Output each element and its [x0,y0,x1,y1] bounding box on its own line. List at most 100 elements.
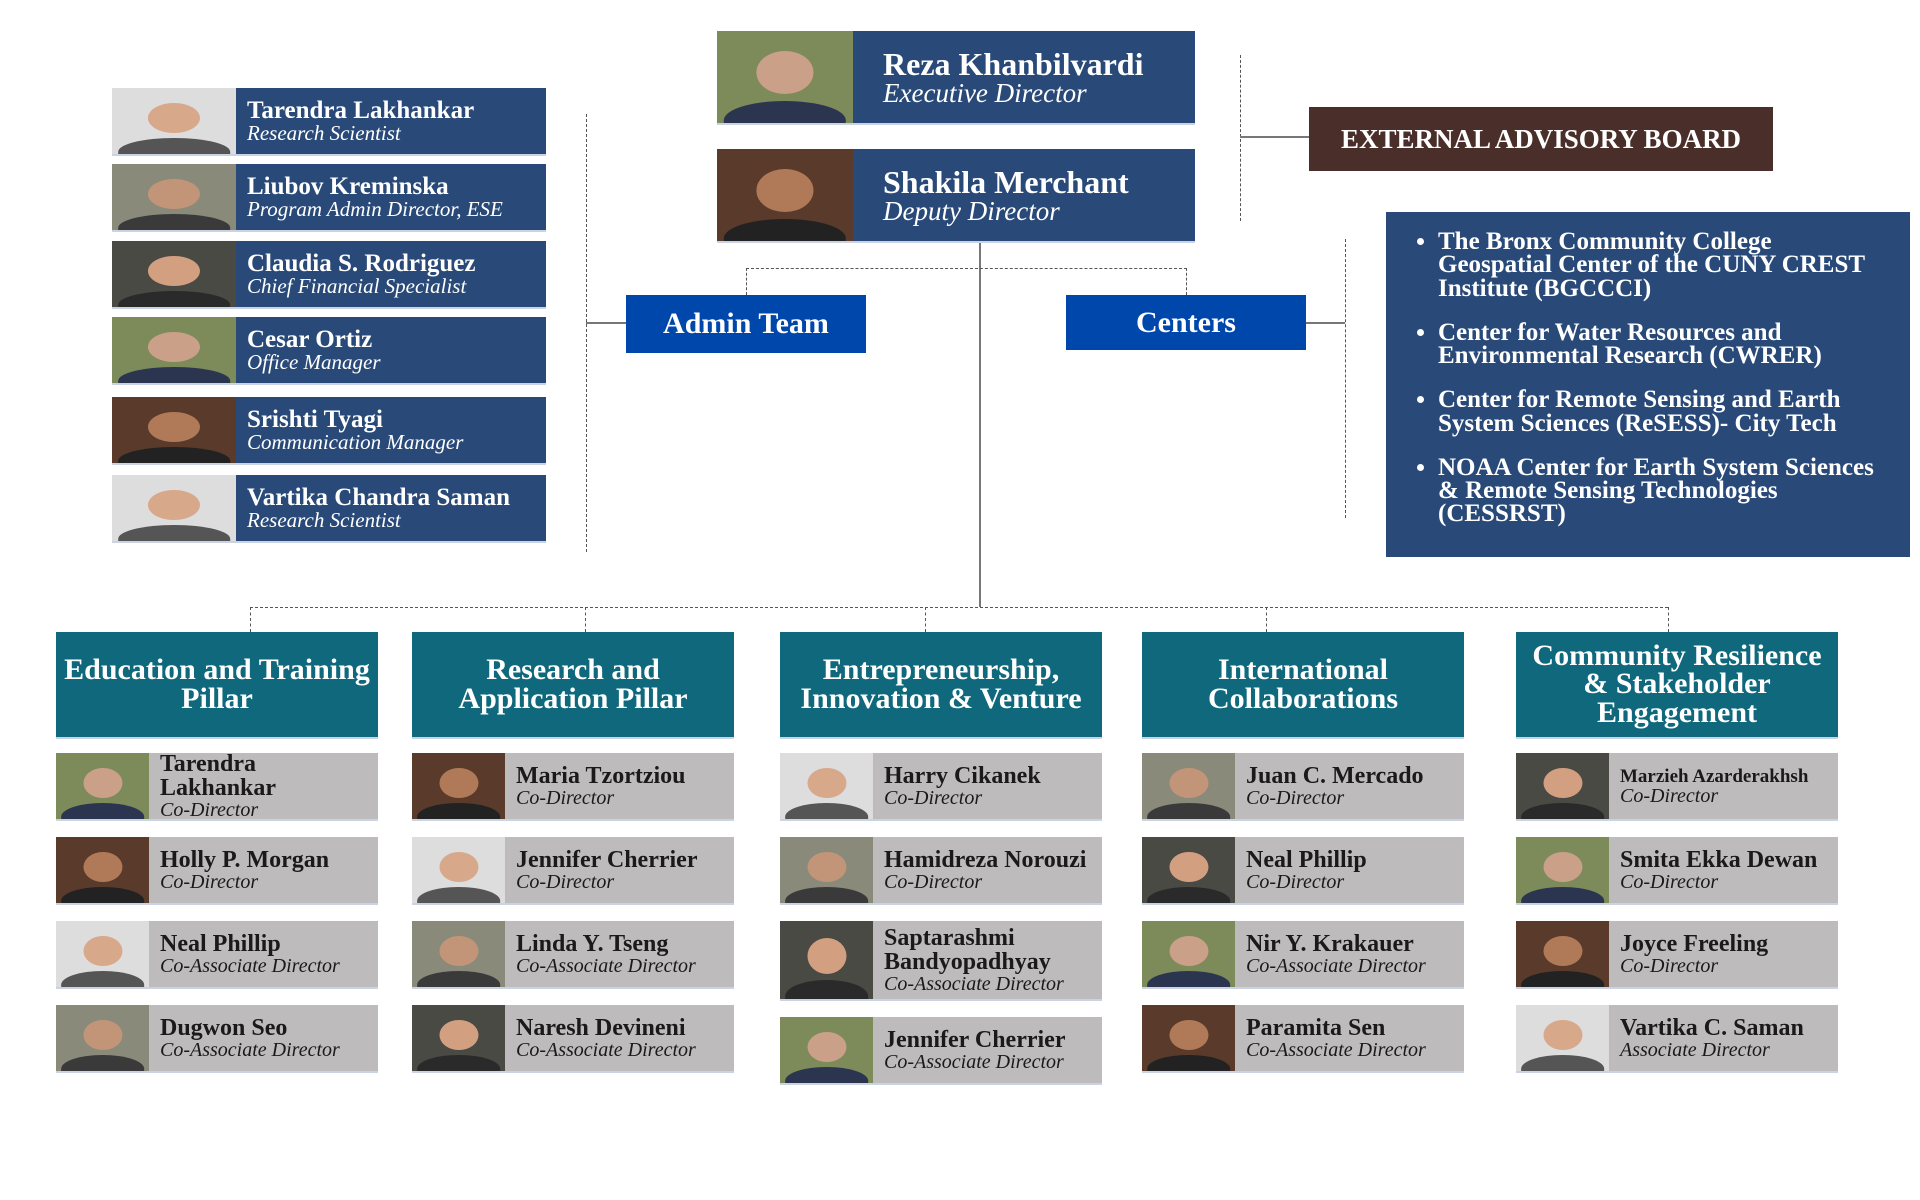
person-name: Paramita Sen [1246,1015,1386,1041]
person-role: Co-Associate Director [1246,955,1426,977]
person-photo [780,921,873,999]
pillars-connector [250,607,1668,608]
person-photo [780,1017,873,1083]
admin-connector [586,114,587,552]
person-name: Holly P. Morgan [160,847,330,873]
pillar-header[interactable]: Research and Application Pillar [412,632,734,739]
external-advisory-board[interactable]: EXTERNAL ADVISORY BOARD [1309,107,1773,171]
person-role: Co-Director [160,871,259,893]
person-photo [56,921,149,987]
person-role: Program Admin Director, ESE [247,197,503,221]
person-role: Co-Director [1246,871,1345,893]
person-role: Co-Associate Director [884,1051,1064,1073]
person-role: Co-Director [1620,955,1719,977]
pillar-drop [250,607,251,632]
admin-centers-connector [746,268,1187,269]
person-role: Research Scientist [247,121,401,145]
person-role: Co-Associate Director [1246,1039,1426,1061]
person-role: Co-Associate Director [884,973,1064,995]
person-role: Chief Financial Specialist [247,274,467,298]
pillar-drop [585,607,586,632]
board-connector [1240,55,1241,221]
centers-button[interactable]: Centers [1066,295,1306,350]
centers-connector [1345,239,1346,518]
person-photo [412,753,505,819]
person-name: Shakila Merchant [883,163,1129,200]
person-role: Co-Director [1620,784,1719,807]
person-role: Co-Director [884,871,983,893]
person-role: Co-Director [1620,871,1719,893]
pillar-header[interactable]: Education and Training Pillar [56,632,378,739]
person-name: Vartika C. Saman [1620,1015,1804,1041]
person-role: Co-Director [884,787,983,809]
person-photo [412,837,505,903]
person-name: Hamidreza Norouzi [884,847,1087,873]
person-photo [412,921,505,987]
person-role: Co-Director [516,787,615,809]
person-photo [717,149,853,241]
person-name: Nir Y. Krakauer [1246,931,1414,957]
person-role: Co-Associate Director [160,955,340,977]
person-photo [780,837,873,903]
person-name: Saptarashmi Bandyopadhyay [884,925,1051,975]
person-photo [1142,837,1235,903]
pillar-header[interactable]: Community Resilience & Stakeholder Engag… [1516,632,1838,739]
pillar-drop [1266,607,1267,632]
centers-drop [1186,268,1187,295]
admin-team-button[interactable]: Admin Team [626,295,866,353]
board-connector-h [1240,136,1309,138]
person-name: Juan C. Mercado [1246,763,1424,789]
person-photo [112,397,236,463]
person-photo [112,241,236,307]
person-name: Liubov Kreminska [247,173,449,200]
person-name: Neal Phillip [1246,847,1367,873]
pillar-drop [925,607,926,632]
pillar-drop [1668,607,1669,632]
person-name: Dugwon Seo [160,1015,288,1041]
person-role: Office Manager [247,350,381,374]
person-role: Co-Associate Director [516,955,696,977]
pillar-header[interactable]: International Collaborations [1142,632,1464,739]
admin-drop [746,268,747,295]
person-photo [1142,921,1235,987]
person-role: Co-Associate Director [516,1039,696,1061]
person-name: Maria Tzortziou [516,763,686,789]
person-name: Naresh Devineni [516,1015,686,1041]
person-photo [56,837,149,903]
center-item: Center for Water Resources and Environme… [1438,320,1890,368]
person-photo [1142,753,1235,819]
person-role: Communication Manager [247,430,464,454]
person-name: Reza Khanbilvardi [883,45,1144,82]
person-role: Deputy Director [883,195,1060,226]
pillar-header[interactable]: Entrepreneurship, Innovation & Venture [780,632,1102,739]
person-role: Co-Director [1246,787,1345,809]
